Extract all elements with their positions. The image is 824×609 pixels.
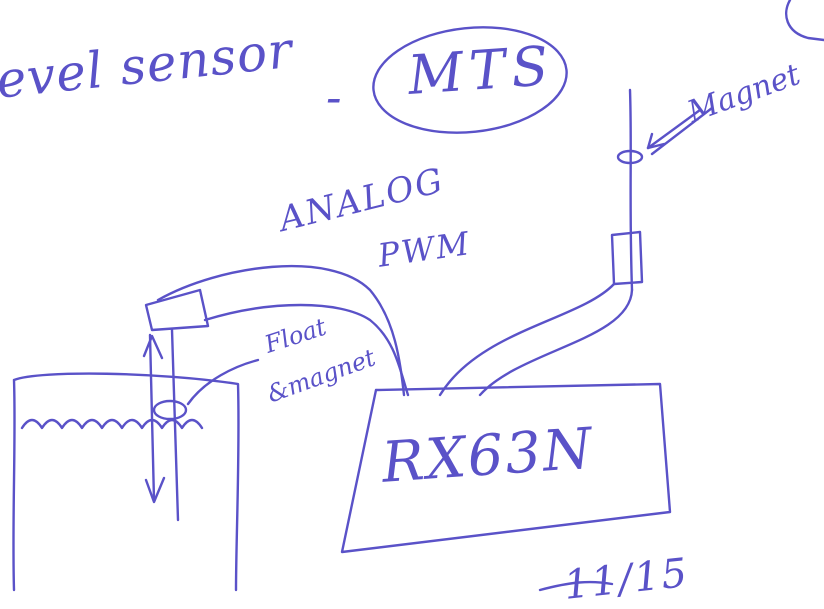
tank-sensor-box <box>146 290 208 330</box>
probe-arrow-down <box>146 478 164 502</box>
tank-outline <box>13 374 238 590</box>
controller-label: RX63N <box>380 421 596 492</box>
float-magnet <box>154 401 186 419</box>
title-dash: - <box>326 74 342 120</box>
probe-line-left <box>150 335 154 500</box>
mts-label: MTS <box>406 39 556 103</box>
date-label: 11/15 <box>562 553 691 606</box>
sensor-rod <box>630 90 632 290</box>
probe-line-right <box>172 330 178 520</box>
sensor-wire-1 <box>440 284 614 395</box>
corner-circle-fragment <box>786 0 824 40</box>
sensor-head <box>612 232 642 284</box>
probe-arrow-up <box>144 336 162 358</box>
